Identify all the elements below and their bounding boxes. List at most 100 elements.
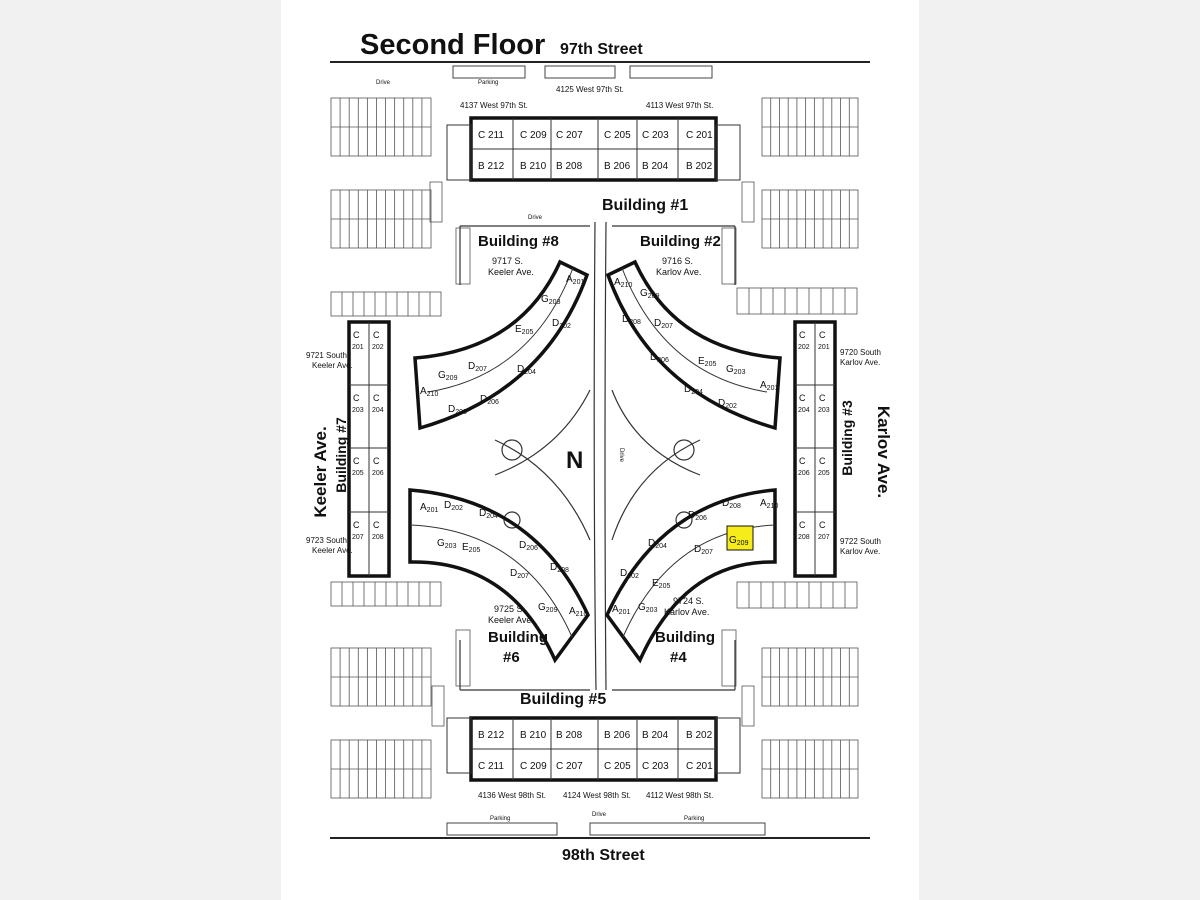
unit-label[interactable]: D206	[650, 352, 669, 364]
unit-label[interactable]: C 211	[478, 130, 504, 141]
parking-lot	[741, 685, 755, 727]
unit-label[interactable]: G209	[729, 535, 749, 547]
unit-label[interactable]: B 204	[642, 730, 669, 741]
parking-lot	[761, 739, 859, 799]
unit-label[interactable]: D204	[684, 384, 703, 396]
unit-label[interactable]: D206	[519, 540, 538, 552]
parking-lot	[330, 291, 442, 317]
unit-label[interactable]: D204	[648, 538, 667, 550]
unit-label[interactable]: E205	[652, 578, 670, 590]
unit-label[interactable]: C 207	[556, 130, 583, 141]
unit-label[interactable]: G203	[726, 364, 746, 376]
unit-label[interactable]: D208	[550, 562, 569, 574]
unit-label[interactable]: E205	[462, 542, 480, 554]
building-1-label: Building #1	[602, 197, 688, 214]
unit-label[interactable]: D207	[654, 318, 673, 330]
unit-label[interactable]: C 207	[556, 761, 583, 772]
parking-strip-bottom	[446, 822, 766, 836]
unit-label[interactable]: B 212	[478, 730, 505, 741]
lot-parking-label: Parking	[490, 816, 510, 822]
unit-label[interactable]: A201	[420, 502, 438, 514]
unit-label[interactable]: D206	[480, 394, 499, 406]
address-4113: 4113 West 97th St.	[646, 101, 713, 110]
unit-label[interactable]: C 203	[642, 130, 669, 141]
unit-label[interactable]: G203	[541, 294, 561, 306]
unit-label[interactable]: A201	[612, 604, 630, 616]
unit-label[interactable]: E205	[698, 356, 716, 368]
unit-label[interactable]: A210	[420, 386, 438, 398]
unit-label[interactable]: D207	[468, 361, 487, 373]
unit-label[interactable]: D202	[552, 318, 571, 330]
unit-label[interactable]: B 208	[556, 730, 583, 741]
unit-label[interactable]: B 210	[520, 161, 547, 172]
unit-label[interactable]: D208	[622, 314, 641, 326]
unit-label[interactable]: C 203	[642, 761, 669, 772]
unit-label[interactable]: G209	[640, 288, 660, 300]
unit-label[interactable]: C 209	[520, 761, 547, 772]
unit-label[interactable]: D207	[694, 544, 713, 556]
unit-label[interactable]: D204	[479, 508, 498, 520]
unit-label[interactable]: B 206	[604, 161, 631, 172]
unit-label[interactable]: A210	[760, 498, 778, 510]
unit-label[interactable]: A201	[566, 274, 584, 286]
unit-label[interactable]: A210	[614, 277, 632, 289]
unit-label[interactable]: D202	[620, 568, 639, 580]
unit-label[interactable]: B 202	[686, 161, 713, 172]
unit-label[interactable]: D208	[448, 404, 467, 416]
unit-label[interactable]: C 205	[604, 761, 631, 772]
unit-label[interactable]: G203	[437, 538, 457, 550]
unit-label[interactable]: D206	[688, 510, 707, 522]
building-3-label: Building #3	[839, 400, 855, 476]
parking-lot	[455, 629, 471, 687]
unit-label[interactable]: A210	[569, 606, 587, 618]
building-2-label: Building #2	[640, 233, 721, 250]
unit-label[interactable]: E205	[515, 324, 533, 336]
unit-label[interactable]: A201	[760, 380, 778, 392]
unit-label[interactable]: C 209	[520, 130, 547, 141]
unit-label[interactable]: G203	[638, 602, 658, 614]
unit-label[interactable]: B 206	[604, 730, 631, 741]
unit-label[interactable]: D204	[517, 364, 536, 376]
unit-label[interactable]: D208	[722, 498, 741, 510]
highlighted-unit[interactable]	[726, 525, 754, 551]
unit-label[interactable]: B 212	[478, 161, 505, 172]
unit-label[interactable]: C 201	[686, 130, 713, 141]
unit-label[interactable]: C 201	[686, 761, 713, 772]
unit-label[interactable]: D202	[444, 500, 463, 512]
unit-label[interactable]: B 208	[556, 161, 583, 172]
unit-label[interactable]: G209	[538, 602, 558, 614]
address-4137: 4137 West 97th St.	[460, 101, 528, 110]
unit-label[interactable]: C 211	[478, 761, 504, 772]
unit-label[interactable]: G209	[438, 370, 458, 382]
unit-label[interactable]: B 204	[642, 161, 669, 172]
parking-lot	[330, 189, 432, 249]
unit-label[interactable]: B 210	[520, 730, 547, 741]
unit-label[interactable]: D202	[718, 398, 737, 410]
unit-label[interactable]: C 205	[604, 130, 631, 141]
north-arrow: N	[566, 447, 583, 474]
unit-label[interactable]: B 202	[686, 730, 713, 741]
parking-lot	[736, 287, 858, 315]
unit-label[interactable]: D207	[510, 568, 529, 580]
parking-lot	[330, 739, 432, 799]
